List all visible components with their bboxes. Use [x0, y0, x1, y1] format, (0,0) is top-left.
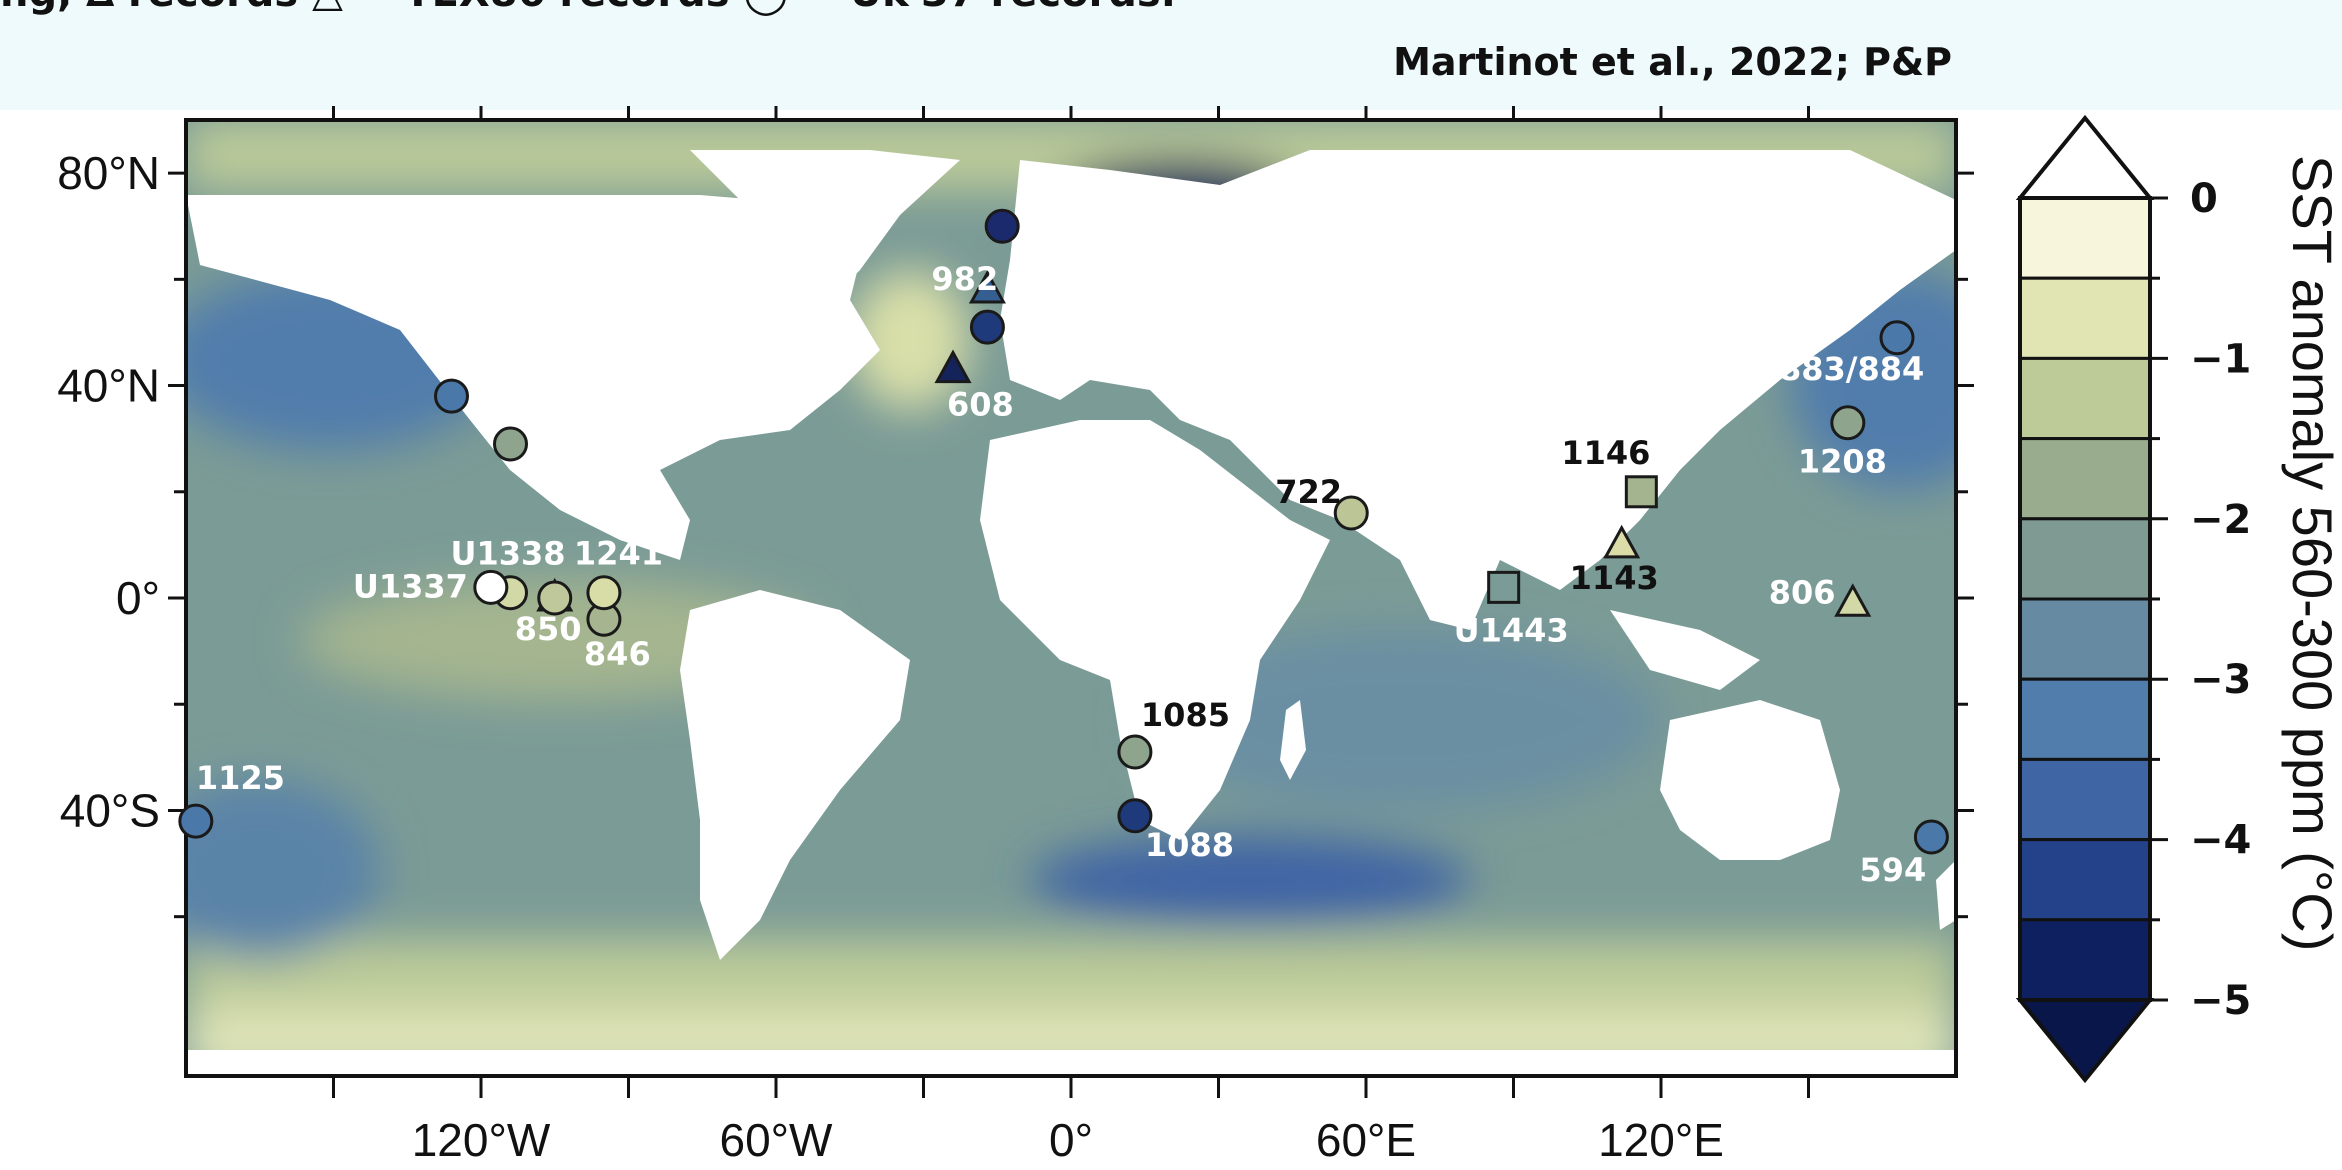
colorbar-swatch: [2018, 356, 2152, 441]
site-marker-circle: [984, 208, 1020, 244]
site-marker-square: [1624, 475, 1658, 509]
site-marker-circle: [1879, 320, 1915, 356]
colorbar-title: SST anomaly 560-300 ppm (°C): [2281, 155, 2342, 952]
site-marker-circle: [473, 569, 509, 605]
site-label: 850: [515, 610, 582, 648]
site-label: 608: [947, 386, 1014, 424]
south-indian-cold: [1030, 835, 1470, 925]
land-eurasia: [1000, 150, 1956, 630]
site-marker-circle: [1117, 798, 1153, 834]
site-label: 594: [1859, 851, 1926, 889]
land-south-america: [680, 590, 910, 960]
land-australia: [1660, 700, 1840, 860]
colorbar-swatch: [2018, 757, 2152, 842]
land-madagascar: [1280, 700, 1306, 780]
colorbar-swatch: [2018, 918, 2152, 1002]
colorbar-bottom-arrow: [2015, 998, 2155, 1084]
colorbar-tick-label: −1: [2190, 336, 2251, 382]
site-label: 1208: [1798, 443, 1887, 481]
site-marker-circle: [537, 580, 573, 616]
site-marker-circle: [178, 803, 214, 839]
colorbar-tick-label: −5: [2190, 978, 2251, 1024]
site-label: 846: [584, 635, 651, 673]
indian-ocean-cool: [1140, 630, 1660, 810]
lon-tick-label: 0°: [1049, 1114, 1093, 1166]
colorbar-tick-label: 0: [2190, 176, 2218, 222]
site-marker-circle: [1333, 495, 1369, 531]
site-label: 806: [1769, 573, 1836, 611]
site-marker-square: [1487, 570, 1521, 604]
site-label: U1338: [451, 535, 566, 573]
caption-text: ng, ∆ records △ = TEX86 records ◯ = Uk'3…: [0, 0, 1176, 16]
site-marker-triangle: [934, 349, 972, 384]
land-greenland: [690, 150, 960, 300]
colorbar: 0 −1 −2 −3 −4 −5: [2015, 114, 2251, 1084]
site-marker-triangle: [1834, 583, 1872, 617]
site-marker-circle: [1117, 734, 1153, 770]
colorbar-swatch: [2018, 437, 2152, 521]
south-pacific-cold: [186, 780, 380, 960]
colorbar-swatch: [2018, 677, 2152, 761]
site-marker-triangle: [968, 269, 1006, 304]
site-marker-circle: [1913, 819, 1949, 855]
site-label: U1443: [1454, 611, 1569, 649]
lon-tick-label: 60°E: [1316, 1114, 1416, 1166]
site-label: 1021: [472, 352, 561, 390]
site-marker-circle: [969, 309, 1005, 345]
colorbar-swatch: [2018, 196, 2152, 280]
site-label: 1241: [574, 535, 663, 573]
site-marker-circle: [434, 378, 469, 414]
lat-tick-label: 0°: [116, 572, 160, 624]
site-label: 1125: [196, 759, 285, 797]
lat-tick-label: 40°S: [60, 784, 160, 836]
land-antarctica: [186, 1050, 1956, 1076]
latitude-axis: 80°N 40°N 0° 40°S: [57, 147, 1974, 919]
colorbar-swatch: [2018, 597, 2152, 681]
site-label: 722: [1275, 473, 1342, 511]
land-new-zealand: [1936, 860, 1956, 930]
site-label: 1146: [1561, 434, 1650, 472]
lat-tick-label: 40°N: [57, 360, 160, 412]
land-masses: [186, 150, 1956, 1076]
colorbar-swatch: [2018, 838, 2152, 922]
lat-tick-label: 80°N: [57, 147, 160, 199]
credit-label: Martinot et al., 2022; P&P: [1393, 40, 1952, 84]
lon-tick-label: 120°E: [1598, 1114, 1724, 1166]
land-north-america: [186, 195, 880, 560]
colorbar-tick-label: −4: [2190, 818, 2251, 864]
land-maritime-asia: [1610, 610, 1760, 690]
site-label: 1085: [1141, 696, 1230, 734]
map-field: [186, 120, 1956, 1076]
longitude-axis: 120°W 60°W 0° 60°E 120°E: [332, 106, 1810, 1166]
colorbar-swatch: [2018, 276, 2152, 360]
site-label: 1143: [1570, 559, 1659, 597]
colorbar-tick-label: −3: [2190, 657, 2251, 703]
lon-tick-label: 120°W: [412, 1114, 551, 1166]
colorbar-swatch: [2018, 517, 2152, 601]
header-band: ng, ∆ records △ = TEX86 records ◯ = Uk'3…: [0, 0, 2342, 110]
land-africa: [980, 420, 1330, 840]
colorbar-tick-label: −2: [2190, 497, 2251, 543]
site-marker-circle: [586, 575, 622, 611]
lon-tick-label: 60°W: [720, 1114, 834, 1166]
site-marker-circle: [1830, 405, 1866, 441]
site-label: 1088: [1145, 826, 1234, 864]
site-label: 1010: [527, 404, 616, 442]
site-marker-circle: [493, 426, 528, 462]
colorbar-top-arrow: [2015, 114, 2155, 200]
site-label: 982: [931, 260, 998, 298]
site-label: 883/884: [1779, 350, 1924, 388]
site-label: 907: [1028, 184, 1095, 222]
site-marker-triangle: [1603, 524, 1641, 559]
site-label: U1337: [353, 567, 468, 605]
